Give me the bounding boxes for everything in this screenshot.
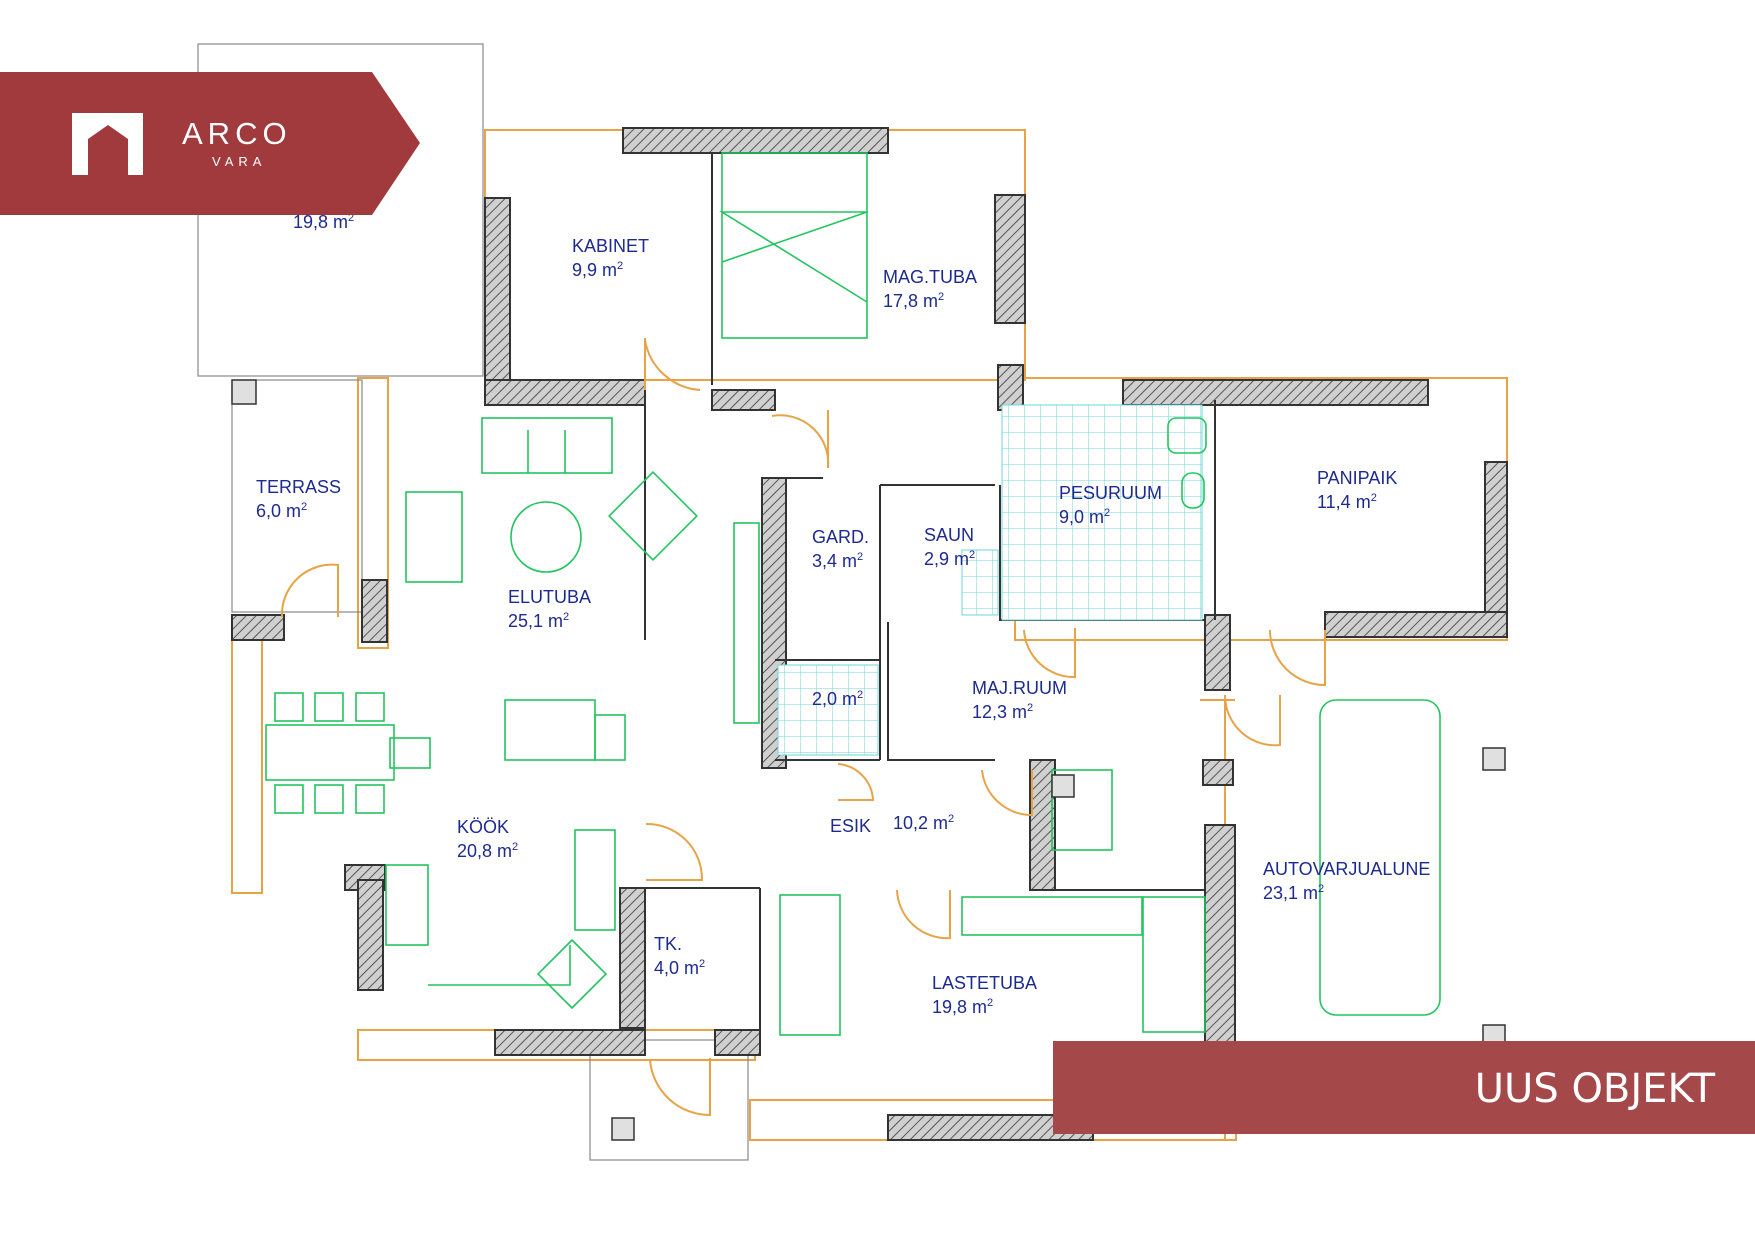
new-listing-badge: UUS OBJEKT bbox=[1053, 1041, 1755, 1134]
room-label-gard: GARD.3,4 m2 bbox=[812, 527, 869, 571]
kitchen-counter bbox=[385, 864, 429, 946]
house-logo-icon bbox=[72, 113, 143, 175]
staircase bbox=[504, 699, 596, 761]
room-label-esik-name: ESIK bbox=[830, 816, 871, 836]
room-label-esik-area: 10,2 m2 bbox=[893, 813, 954, 833]
dining-table bbox=[265, 724, 395, 781]
walls bbox=[231, 127, 1508, 1141]
doors bbox=[280, 338, 1326, 1117]
room-label-tk: TK.4,0 m2 bbox=[654, 934, 705, 978]
badge-text: UUS OBJEKT bbox=[1475, 1066, 1716, 1112]
exterior-outline bbox=[231, 129, 1508, 1141]
bed bbox=[721, 152, 868, 339]
sofa bbox=[481, 417, 613, 474]
terrace-outlines bbox=[197, 43, 749, 1161]
furniture bbox=[265, 152, 1441, 1036]
armchair bbox=[608, 471, 698, 561]
room-label-top-area: 19,8 m2 bbox=[293, 212, 354, 232]
armchair bbox=[405, 491, 463, 583]
child-bed bbox=[1142, 896, 1206, 1033]
room-label-wc: 2,0 m2 bbox=[812, 689, 863, 709]
brand-banner: ARCO VARA bbox=[0, 72, 420, 215]
coffee-table bbox=[510, 501, 582, 573]
child-bed bbox=[779, 894, 841, 1036]
brand-sub: VARA bbox=[212, 154, 266, 169]
car bbox=[1319, 699, 1441, 1016]
brand-name: ARCO bbox=[182, 116, 292, 151]
sink bbox=[574, 829, 616, 931]
stove bbox=[536, 938, 608, 1010]
